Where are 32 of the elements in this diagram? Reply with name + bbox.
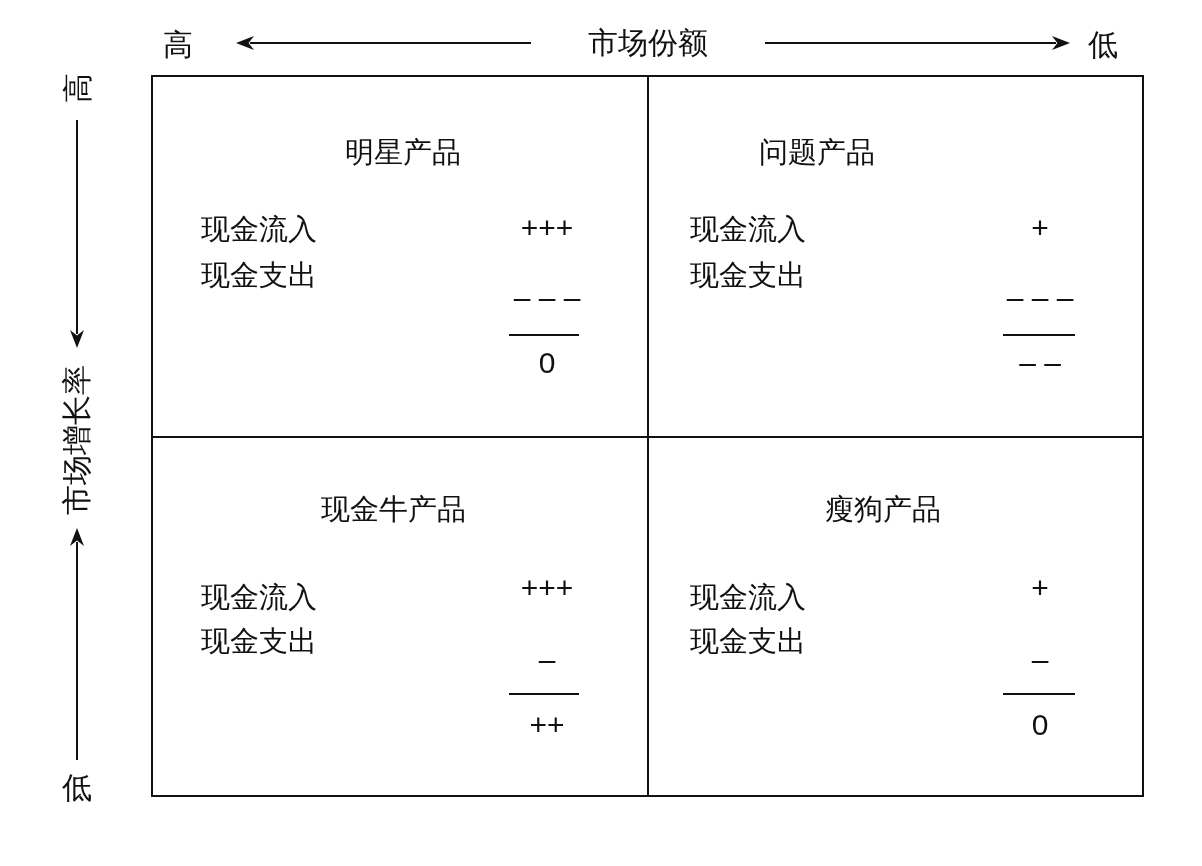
net-value: 0 — [538, 348, 556, 378]
axis-title: 市场份额 — [588, 28, 708, 58]
row-label: 现金支出 — [690, 261, 806, 290]
axis-end-label: 高 — [63, 73, 93, 103]
cash-value: +++ — [520, 213, 574, 243]
row-label: 现金流入 — [690, 583, 806, 612]
matrix-quadrant — [151, 75, 649, 438]
cash-value: – — [1031, 645, 1049, 675]
row-label: 现金支出 — [201, 261, 317, 290]
matrix-quadrant — [647, 75, 1144, 438]
cash-value: + — [1031, 213, 1049, 243]
row-label: 现金流入 — [201, 215, 317, 244]
net-value: ++ — [529, 710, 565, 740]
cash-value: – – – — [1006, 283, 1074, 313]
row-label: 现金支出 — [690, 627, 806, 656]
quadrant-title: 问题产品 — [759, 138, 875, 167]
cash-value: +++ — [520, 573, 574, 603]
quadrant-title: 明星产品 — [345, 138, 461, 167]
net-value: – – — [1019, 348, 1061, 378]
row-label: 现金支出 — [201, 627, 317, 656]
cash-value: – – – — [513, 283, 581, 313]
quadrant-title: 现金牛产品 — [320, 495, 466, 524]
matrix-quadrant — [151, 436, 649, 797]
axis-end-label: 低 — [62, 773, 92, 803]
net-value: 0 — [1031, 710, 1049, 740]
matrix-quadrant — [647, 436, 1144, 797]
row-label: 现金流入 — [201, 583, 317, 612]
axis-title: 市场增长率 — [62, 365, 92, 515]
quadrant-title: 瘦狗产品 — [825, 495, 941, 524]
row-label: 现金流入 — [690, 215, 806, 244]
cash-value: – — [538, 645, 556, 675]
cash-value: + — [1031, 573, 1049, 603]
